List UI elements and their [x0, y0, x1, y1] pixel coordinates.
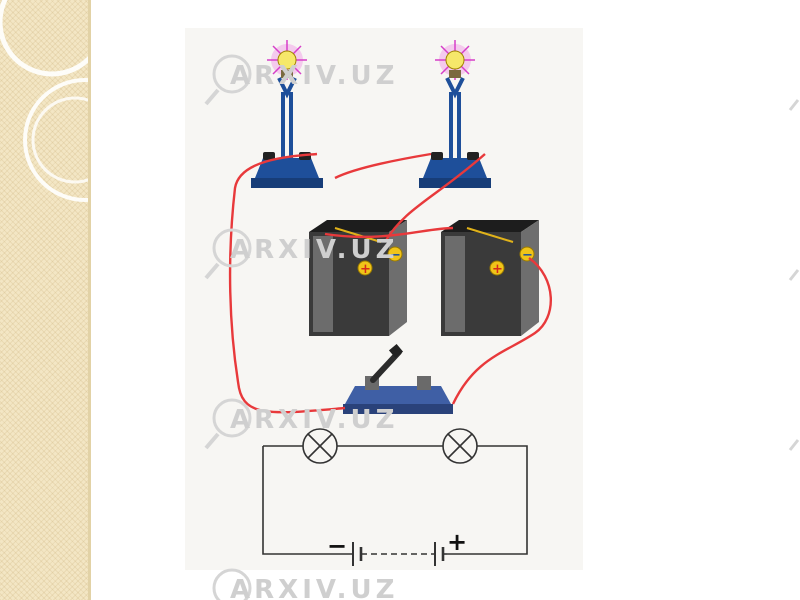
plus-terminal-icon: [489, 260, 505, 276]
plus-terminal-label: +: [492, 262, 503, 277]
watermark-text: ARXIV.UZ: [230, 575, 398, 600]
sidebar-circle-medium: [23, 78, 88, 202]
plus-terminal-label: +: [360, 262, 371, 277]
knife-switch: [343, 343, 453, 414]
watermark-edge-marks: [788, 99, 800, 451]
watermark-4: ARXIV.UZ: [212, 568, 398, 600]
schematic-plus-sign: +: [447, 528, 467, 556]
decorative-sidebar: [0, 0, 91, 600]
lamp-symbol-icon: [302, 428, 338, 464]
circuit-schematic: [262, 428, 528, 566]
lamp-symbol-icon: [442, 428, 478, 464]
schematic-minus-sign: −: [327, 532, 347, 560]
battery-left: + −: [309, 220, 407, 336]
battery-right: + −: [441, 220, 539, 336]
connecting-wires: [228, 152, 552, 414]
sidebar-circles: [0, 0, 88, 202]
plus-terminal-icon: [357, 260, 373, 276]
minus-terminal-label: −: [522, 248, 533, 263]
battery-symbol-icon: [352, 542, 447, 566]
sidebar-circle-large: [0, 0, 88, 77]
bulb-glow-icon: [435, 40, 475, 80]
minus-terminal-label: −: [390, 248, 401, 263]
minus-terminal-icon: [519, 246, 535, 262]
bulb-stand-right: [419, 40, 491, 188]
sidebar-circle-small: [31, 96, 88, 184]
bulb-glow-icon: [267, 40, 307, 80]
minus-terminal-icon: [387, 246, 403, 262]
circuit-illustration: + − + −: [185, 28, 583, 570]
bulb-stand-left: [251, 40, 323, 188]
